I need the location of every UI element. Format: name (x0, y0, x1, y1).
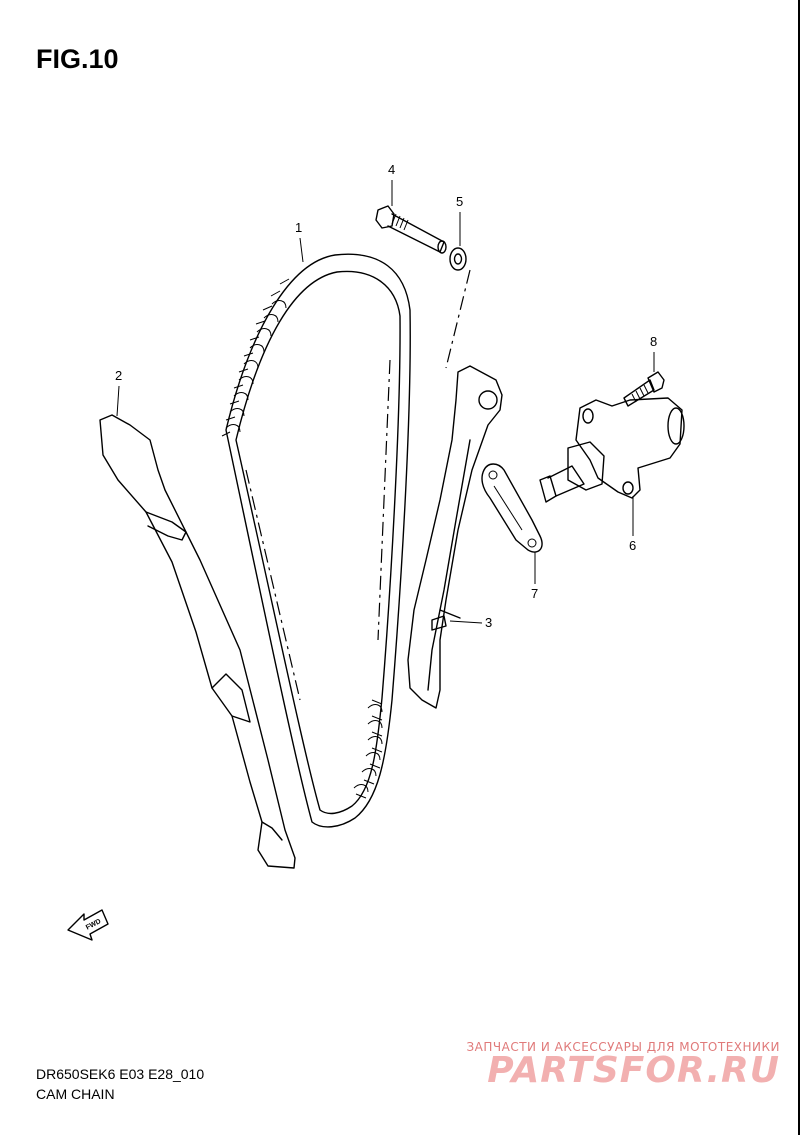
callout-4: 4 (388, 162, 395, 206)
svg-text:8: 8 (650, 334, 657, 349)
bolt-alignment-line (445, 269, 471, 369)
svg-text:6: 6 (629, 538, 636, 553)
callout-8: 8 (650, 334, 657, 372)
svg-text:5: 5 (456, 194, 463, 209)
watermark-tagline: ЗАПЧАСТИ И АКСЕССУАРЫ ДЛЯ МОТОТЕХНИКИ (466, 1040, 780, 1054)
svg-text:3: 3 (485, 615, 492, 630)
svg-text:1: 1 (295, 220, 302, 235)
svg-text:2: 2 (115, 368, 122, 383)
part-2-chain-guide[interactable] (99, 414, 296, 869)
svg-text:7: 7 (531, 586, 538, 601)
callout-3: 3 (449, 615, 492, 630)
callout-7: 7 (531, 552, 538, 601)
footer-section-name: CAM CHAIN (36, 1086, 115, 1102)
figure-title: FIG.10 (36, 44, 119, 74)
watermark-logo: PARTSFOR.RU (487, 1050, 780, 1091)
fwd-arrow-icon: FWD (67, 909, 109, 941)
callout-2: 2 (115, 368, 122, 417)
svg-text:4: 4 (388, 162, 395, 177)
page-border (798, 0, 800, 1135)
footer-model-code: DR650SEK6 E03 E28_010 (36, 1066, 205, 1082)
part-5-washer[interactable] (449, 247, 467, 271)
part-3-tensioner-guide[interactable] (407, 365, 503, 709)
part-8-adjuster-bolt[interactable] (623, 371, 665, 407)
part-6-tensioner-adjuster[interactable] (539, 397, 685, 503)
callout-6: 6 (629, 496, 636, 553)
part-7-gasket[interactable] (481, 463, 543, 553)
part-4-guide-bolt[interactable] (375, 205, 447, 254)
callout-1: 1 (295, 220, 304, 263)
part-1-cam-chain[interactable] (221, 253, 411, 828)
callout-5: 5 (456, 194, 463, 246)
